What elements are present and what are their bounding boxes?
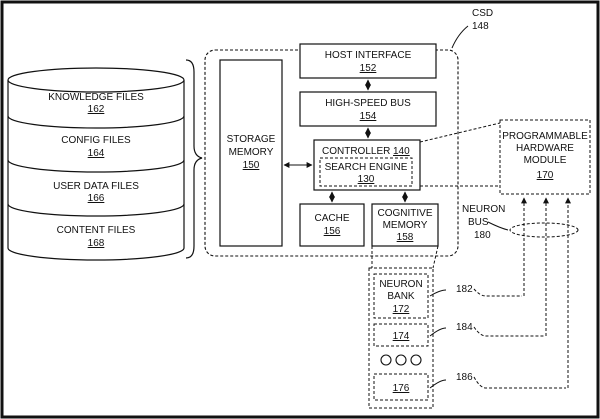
stack-top — [7, 67, 185, 93]
stack-divider — [7, 115, 185, 129]
neuron-bus-label-1: NEURON — [462, 204, 505, 215]
link-line-186 — [473, 376, 566, 389]
neuron-bank-label-2: BANK — [387, 291, 415, 302]
cache-ref: 156 — [324, 226, 341, 237]
knowledge-files-label: KNOWLEDGE FILES — [48, 92, 144, 103]
cognitive-memory-label-2: MEMORY — [383, 220, 428, 231]
programmable-module-label-2: HARDWARE — [516, 143, 574, 154]
cache-label: CACHE — [314, 213, 349, 224]
search-engine-label: SEARCH ENGINE — [325, 162, 408, 173]
link-ref-184: 184 — [456, 322, 473, 333]
high-speed-bus-ref: 154 — [360, 111, 377, 122]
link-line-182 — [473, 288, 522, 297]
link-leader-184 — [429, 327, 447, 337]
high-speed-bus-label: HIGH-SPEED BUS — [325, 98, 411, 109]
storage-memory-block: STORAGE MEMORY 150 — [219, 59, 283, 247]
neuron-bus-ellipse — [509, 222, 579, 238]
host-interface-label: HOST INTERFACE — [325, 50, 412, 61]
config-files-label: CONFIG FILES — [61, 135, 131, 146]
ellipsis-dots — [380, 354, 422, 366]
storage-memory-ref: 150 — [243, 160, 260, 171]
neuron-bank-block: NEURON BANK 172 — [373, 273, 429, 319]
controller-ref: 140 — [393, 146, 410, 157]
programmable-module-label-3: MODULE — [524, 155, 567, 166]
ellipsis-dot — [410, 354, 422, 366]
ellipsis-dot — [380, 354, 392, 366]
neuron-bus-leader — [487, 221, 509, 231]
expansion-line-right — [432, 245, 439, 269]
host-interface-block: HOST INTERFACE 152 — [299, 43, 437, 79]
bank-item-ref: 176 — [393, 383, 410, 394]
neuron-bank-container — [368, 267, 434, 409]
neuron-bank-label-1: NEURON — [379, 279, 422, 290]
stack-divider — [7, 159, 185, 173]
neuron-bus-ref: 180 — [474, 230, 491, 241]
programmable-module-block: PROGRAMMABLE HARDWARE MODULE 170 — [499, 119, 591, 195]
host-interface-ref: 152 — [360, 63, 377, 74]
storage-memory-label-2: MEMORY — [229, 147, 274, 158]
link-leader-182 — [429, 289, 447, 297]
bank-item-ref: 174 — [393, 331, 410, 342]
neuron-bank-item: 174 — [373, 323, 429, 347]
ellipsis-dot — [395, 354, 407, 366]
controller-label: CONTROLLER — [322, 146, 390, 157]
cognitive-memory-label-1: COGNITIVE — [377, 208, 432, 219]
knowledge-files-ref: 162 — [88, 104, 105, 115]
link-line-184 — [473, 326, 544, 337]
user-data-files-label: USER DATA FILES — [53, 181, 139, 192]
stack-divider — [7, 203, 185, 217]
programmable-module-ref: 170 — [537, 170, 554, 181]
controller-module-link — [419, 122, 501, 143]
neuron-bank-ref: 172 — [393, 304, 410, 315]
storage-memory-label-1: STORAGE — [227, 134, 276, 145]
link-leader-186 — [429, 379, 447, 389]
csd-label: CSD — [472, 8, 493, 19]
csd-ref: 148 — [472, 21, 489, 32]
programmable-module-label-1: PROGRAMMABLE — [502, 131, 588, 142]
controller-block: CONTROLLER 140 SEARCH ENGINE 130 — [313, 139, 421, 191]
neuron-bus-label-2: BUS — [468, 217, 489, 228]
search-engine-block — [319, 157, 413, 187]
search-engine-ref: 130 — [358, 174, 375, 185]
content-files-label: CONTENT FILES — [57, 225, 136, 236]
neuron-bank-item: 176 — [373, 373, 429, 401]
high-speed-bus-block: HIGH-SPEED BUS 154 — [299, 91, 437, 127]
csd-leader — [451, 25, 469, 49]
stack-brace — [185, 59, 203, 259]
cognitive-memory-block: COGNITIVE MEMORY 158 — [371, 203, 439, 247]
link-ref-182: 182 — [456, 284, 473, 295]
cache-block: CACHE 156 — [299, 203, 365, 247]
user-data-files-ref: 166 — [88, 193, 105, 204]
config-files-ref: 164 — [88, 148, 105, 159]
link-ref-186: 186 — [456, 372, 473, 383]
file-stack: KNOWLEDGE FILES 162 CONFIG FILES 164 USE… — [7, 67, 185, 261]
cognitive-memory-ref: 158 — [397, 232, 414, 243]
content-files-ref: 168 — [88, 238, 105, 249]
